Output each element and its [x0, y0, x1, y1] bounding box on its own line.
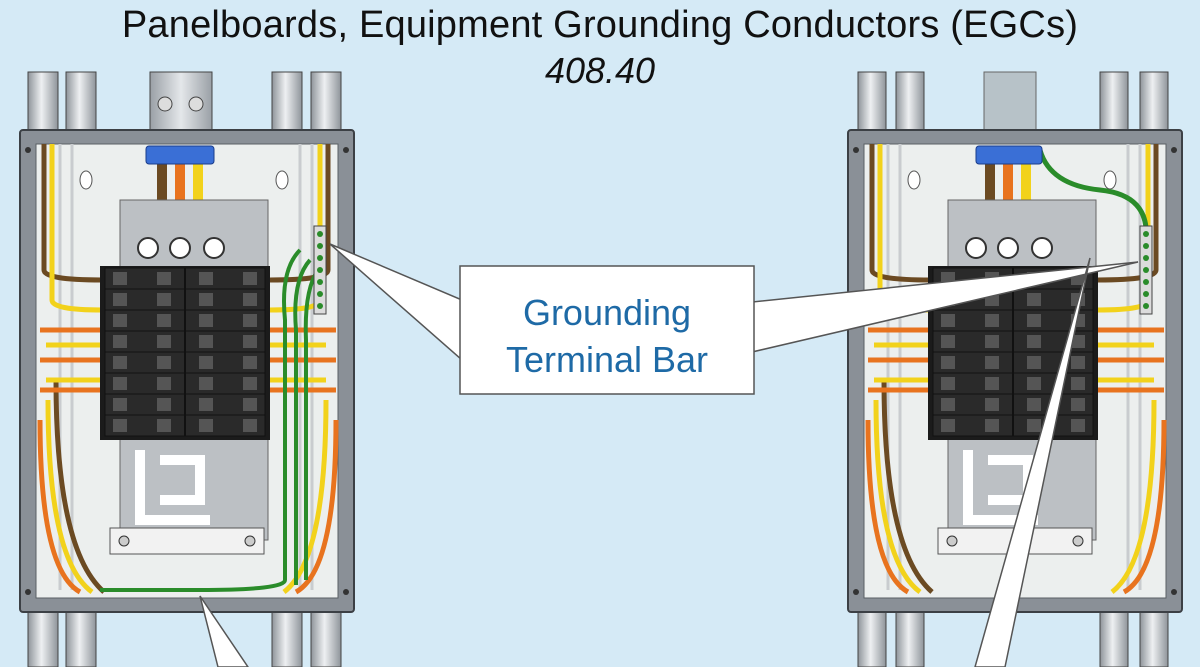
right-neutral-connector	[975, 145, 1043, 165]
left-neutral-bar	[109, 527, 265, 555]
grounding-terminal-bar-callout: Grounding Terminal Bar	[329, 243, 1139, 395]
lower-callout-pointer-right	[974, 257, 1091, 667]
left-panelboard	[19, 71, 355, 667]
page-title: Panelboards, Equipment Grounding Conduct…	[121, 4, 1079, 46]
callout-line-1: Grounding	[523, 292, 691, 333]
code-reference: 408.40	[544, 50, 656, 91]
left-neutral-connector	[145, 145, 215, 165]
right-panelboard	[847, 71, 1183, 667]
left-breaker-stack	[100, 266, 270, 440]
callout-line-2: Terminal Bar	[506, 339, 708, 380]
left-top-conduits	[27, 71, 342, 133]
lower-callout-pointer-left	[199, 595, 249, 667]
